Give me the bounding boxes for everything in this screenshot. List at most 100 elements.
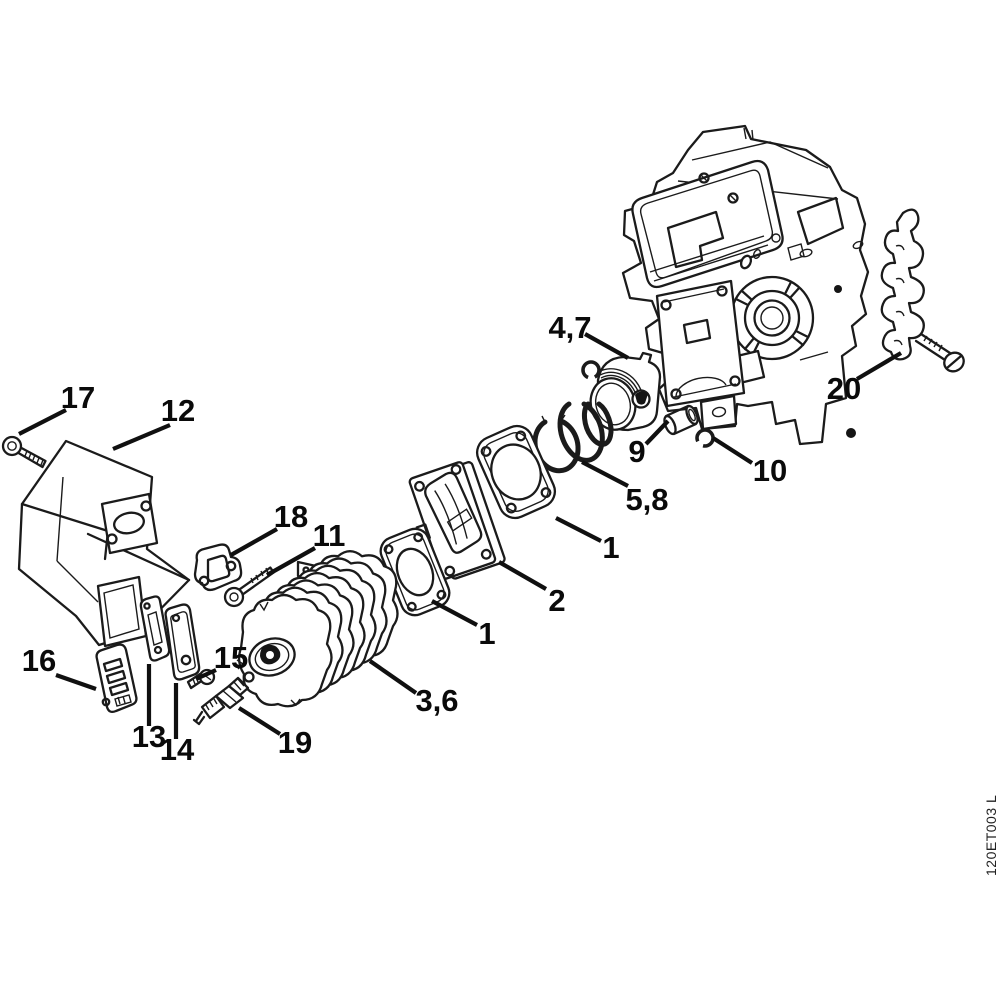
part-gasket-front-1 [379, 527, 451, 617]
part-label-20: 20 [827, 371, 861, 406]
part-label-12: 12 [161, 393, 195, 428]
foot-slot [711, 406, 727, 418]
piston-ring [557, 401, 605, 463]
part-label-1a: 1 [478, 616, 495, 651]
leader-10 [711, 436, 754, 465]
gasket-port [206, 554, 231, 583]
retainer-strip [880, 208, 925, 361]
crank-bore [753, 299, 791, 337]
bolt-head [223, 586, 245, 608]
part-screen-16 [95, 643, 138, 714]
part-cylinder-3-6 [236, 550, 399, 708]
impulse-stub [739, 254, 753, 270]
tank-screw [698, 172, 710, 184]
part-label-2: 2 [548, 583, 565, 618]
piston-ring [581, 401, 614, 447]
drawing-code: 120ET003 L [983, 795, 999, 876]
piston-circlip [581, 360, 601, 380]
gasket-bore [490, 443, 542, 501]
leader-2 [497, 560, 548, 591]
side-slot [799, 248, 813, 258]
part-label-4-7: 4,7 [548, 310, 591, 345]
side-hole [771, 233, 781, 243]
plug-terminal [243, 671, 255, 683]
dark-hole [834, 285, 842, 293]
shroud-spokes [734, 280, 810, 356]
leader-19 [237, 706, 282, 736]
part-bolt-20 [914, 332, 965, 373]
cover-ridge [691, 141, 829, 169]
leader-16 [55, 673, 97, 691]
part-retainer-strip-20 [880, 208, 925, 361]
part-label-10: 10 [753, 453, 787, 488]
part-heat-plate-2 [408, 461, 506, 580]
plate-body [139, 595, 171, 662]
leader-1a [431, 599, 478, 627]
part-label-16: 16 [22, 643, 56, 678]
leader-20 [855, 351, 903, 381]
part-piston-4-7 [581, 351, 662, 432]
retaining-ring [532, 418, 581, 474]
screw-head [1, 435, 23, 457]
pad-port-window [682, 318, 712, 345]
leader-lines [18, 332, 903, 739]
leader-18 [229, 527, 279, 557]
part-label-15: 15 [214, 640, 248, 675]
dark-hole [846, 428, 856, 438]
part-labels: 17 12 18 11 16 13 14 15 19 3,6 1 2 1 5,8… [22, 310, 861, 767]
part-muffler-12 [17, 439, 191, 648]
part-label-14: 14 [160, 732, 195, 767]
leader-5-8 [581, 460, 629, 488]
part-label-17: 17 [61, 380, 95, 415]
bearing-ring [743, 289, 801, 347]
ring-grooves [597, 368, 642, 393]
leader-12 [112, 423, 171, 451]
tank-boss [666, 210, 725, 269]
pad-bolt-hole [660, 299, 672, 311]
part-label-19: 19 [278, 725, 312, 760]
pad-bolt-hole [729, 375, 741, 387]
part-label-9: 9 [628, 434, 645, 469]
bolt-head-slot [945, 354, 963, 370]
pad-bolt-hole [716, 285, 728, 297]
part-label-5-8: 5,8 [625, 482, 668, 517]
bolt-threads [923, 335, 943, 352]
leader-3-6 [368, 659, 418, 695]
tank-rim-inner [639, 169, 774, 279]
foot [699, 394, 738, 431]
pin-boss-shadow [635, 391, 648, 405]
part-backing-plate-14 [164, 603, 201, 681]
electrode [192, 710, 206, 726]
part-screw-17 [1, 435, 47, 469]
part-exhaust-gasket-18 [193, 543, 243, 592]
leader-4-7 [583, 332, 630, 360]
leader-9 [644, 419, 670, 446]
part-label-1b: 1 [602, 530, 619, 565]
gasket-bore [395, 547, 435, 597]
part-piston-pin-9 [663, 404, 699, 436]
part-piston-rings-5-8 [532, 401, 614, 474]
pad-arch [675, 376, 727, 397]
part-cover-plate-13 [139, 595, 171, 662]
side-tab [787, 243, 805, 261]
tank-screw [727, 192, 739, 204]
bolt-shaft [914, 332, 952, 362]
screen-mesh [114, 694, 132, 707]
pad-bolt-hole [670, 388, 682, 400]
side-facet [796, 196, 845, 246]
leader-11 [265, 546, 317, 577]
part-label-18: 18 [274, 499, 308, 534]
cover-notch [743, 127, 754, 141]
leader-1b [555, 516, 602, 543]
tank-floor-lines [649, 235, 769, 282]
leader-17 [18, 408, 67, 436]
plate-hole [180, 654, 192, 666]
part-crankcase [621, 124, 870, 446]
plate-opening [424, 471, 483, 554]
part-label-3-6: 3,6 [415, 683, 458, 718]
part-gasket-rear-1 [475, 424, 557, 520]
cylinder-mount-pad [655, 279, 746, 408]
exhaust-port [113, 511, 145, 535]
